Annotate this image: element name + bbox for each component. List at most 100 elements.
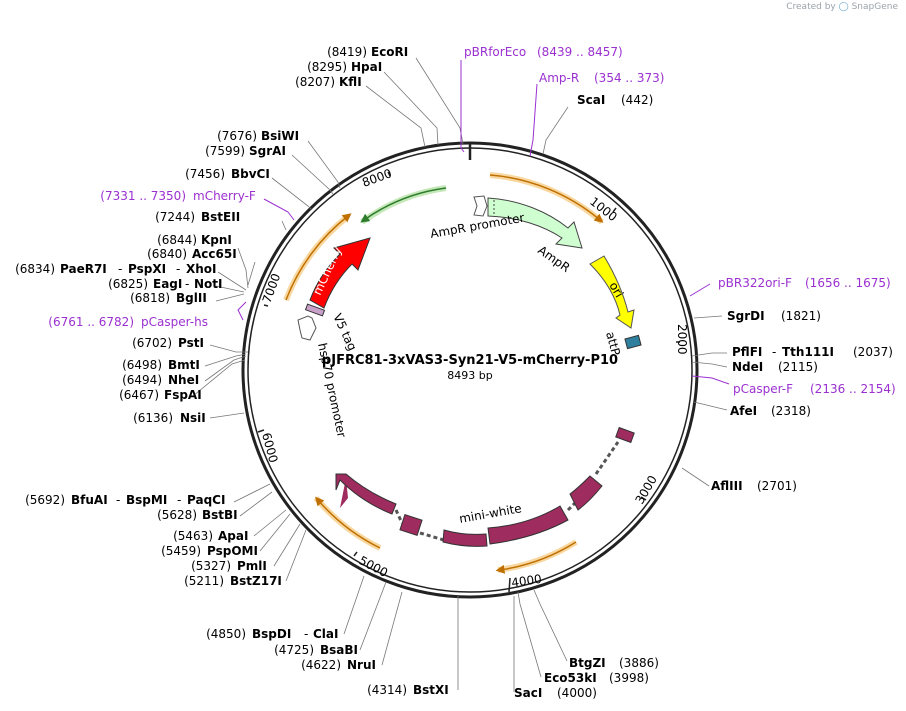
- site-name: EagI: [153, 277, 182, 291]
- site-name: ApaI: [218, 529, 248, 543]
- site-name: BspDI: [252, 627, 291, 641]
- feature-label-attp: attP: [603, 330, 623, 357]
- tick-2000: 2000: [675, 324, 689, 355]
- primer-name: pCasper-F: [733, 382, 793, 396]
- plasmid-name: pJFRC81-3xVAS3-Syn21-V5-mCherry-P10: [322, 353, 618, 368]
- site-name: NotI: [194, 277, 223, 291]
- site-name: SgrAI: [249, 144, 286, 158]
- site-pos: (6818): [130, 291, 170, 305]
- site-pos: (2701): [757, 479, 797, 493]
- site-pos: (6467): [119, 388, 159, 402]
- feature-v5-tag: [304, 303, 326, 317]
- site-BfuAI-BspMI-PaqCI: (5692)BfuAI-BspMI-PaqCI: [25, 493, 225, 507]
- site-name: BstXI: [413, 683, 449, 697]
- site-BsaBI: (4725)BsaBI: [274, 643, 358, 657]
- site-pos: (1821): [781, 309, 821, 323]
- site-SgrDI: SgrDI (1821): [727, 309, 821, 323]
- site-pos: (4622): [301, 658, 341, 672]
- site-pos: (2318): [771, 404, 811, 418]
- primer-Amp-R: Amp-R(354 .. 373): [539, 71, 664, 85]
- orf-miniwhite-arc-bottom: [495, 539, 578, 574]
- site-ScaI: ScaI (442): [577, 93, 653, 107]
- site-NruI: (4622)NruI: [301, 658, 376, 672]
- credit-brand: SnapGene: [851, 2, 898, 12]
- site-pos: (3998): [609, 671, 649, 685]
- snapgene-logo-icon: ◯: [838, 2, 849, 12]
- svg-text:-: -: [177, 493, 181, 507]
- site-name: XhoI: [186, 262, 217, 276]
- orf-ampr-arc: [489, 172, 604, 225]
- site-name: PflFI: [732, 345, 762, 359]
- feature-ampr: [487, 197, 583, 249]
- site-pos: (7456): [185, 167, 225, 181]
- site-pos: (4850): [206, 627, 246, 641]
- site-name: PmlI: [237, 559, 267, 573]
- primer-range: (6761 .. 6782): [48, 315, 134, 329]
- site-pos: (5463): [173, 529, 213, 543]
- site-AfeI: AfeI(2318): [730, 404, 811, 418]
- site-BmtI: (6498)BmtI: [122, 358, 200, 372]
- site-pos: (6825): [108, 277, 148, 291]
- primer-name: mCherry-F: [193, 189, 256, 203]
- feature-mcherry: [309, 237, 371, 309]
- site-KpnI: (6844)KpnI: [157, 233, 232, 247]
- site-name: SgrDI: [727, 309, 765, 323]
- site-pos: (2115): [778, 360, 818, 374]
- snapgene-credit: Created by ◯ SnapGene: [786, 2, 898, 12]
- site-name: SacI: [514, 686, 542, 700]
- site-PaeR7I-PspXI-XhoI: (6834)PaeR7I-PspXI-XhoI: [15, 262, 216, 276]
- site-name: BfuAI: [71, 493, 108, 507]
- site-name: EcoRI: [371, 45, 408, 59]
- site-HpaI: (8295)HpaI: [307, 60, 382, 74]
- site-pos: (442): [621, 93, 653, 107]
- site-BstEII: (7244)BstEII: [155, 210, 240, 224]
- site-name: PaqCI: [187, 493, 225, 507]
- tick-4000: 4000: [508, 572, 543, 593]
- svg-text:-: -: [772, 345, 776, 359]
- site-name: Acc65I: [192, 247, 237, 261]
- primer-range: (8439 .. 8457): [537, 45, 623, 59]
- primer-range: (354 .. 373): [594, 71, 664, 85]
- site-PspOMI: (5459)PspOMI: [161, 544, 258, 558]
- site-pos: (6136): [133, 411, 173, 425]
- site-pos: (5692): [25, 493, 65, 507]
- orf-mcherry-arc: [283, 213, 352, 302]
- feature-ori: [589, 255, 635, 329]
- svg-text:-: -: [116, 493, 120, 507]
- site-BsiWI: (7676)BsiWI: [217, 129, 299, 143]
- site-pos: (4314): [367, 683, 407, 697]
- site-name: NheI: [168, 373, 199, 387]
- feature-label-ori: ori: [606, 280, 626, 301]
- site-name: FspAI: [164, 388, 202, 402]
- site-name: Eco53kI: [544, 671, 597, 685]
- site-name: ClaI: [313, 627, 338, 641]
- site-pos: (8207): [295, 75, 335, 89]
- site-name: ScaI: [577, 93, 605, 107]
- site-BstXI: (4314) BstXI: [367, 683, 449, 697]
- site-name: KpnI: [201, 233, 232, 247]
- site-name: PstI: [178, 336, 204, 350]
- site-pos: (8419): [327, 45, 367, 59]
- primer-name: pBRforEco: [464, 45, 526, 59]
- svg-text:-: -: [304, 627, 308, 641]
- site-name: PaeR7I: [60, 262, 107, 276]
- primer-range: (1656 .. 1675): [805, 276, 891, 290]
- site-pos: (7244): [155, 210, 195, 224]
- site-NsiI: (6136)NsiI: [133, 411, 206, 425]
- primer-name: pBR322ori-F: [718, 276, 792, 290]
- site-name: NdeI: [732, 360, 763, 374]
- site-pos: (6834): [15, 262, 55, 276]
- site-BstBI: (5628)BstBI: [157, 508, 238, 522]
- primer-leaders: [237, 60, 730, 385]
- svg-text:-: -: [118, 262, 122, 276]
- site-BglII: (6818)BglII: [130, 291, 207, 305]
- site-name: AflIII: [711, 479, 743, 493]
- site-pos: (6840): [147, 247, 187, 261]
- site-FspAI: (6467) FspAI: [119, 388, 202, 402]
- site-pos: (6498): [122, 358, 162, 372]
- svg-text:-: -: [185, 277, 189, 291]
- site-pos: (6494): [122, 373, 162, 387]
- credit-prefix: Created by: [786, 2, 836, 12]
- primer-mCherry-F: (7331 .. 7350)mCherry-F: [100, 189, 256, 203]
- site-pos: (3886): [619, 656, 659, 670]
